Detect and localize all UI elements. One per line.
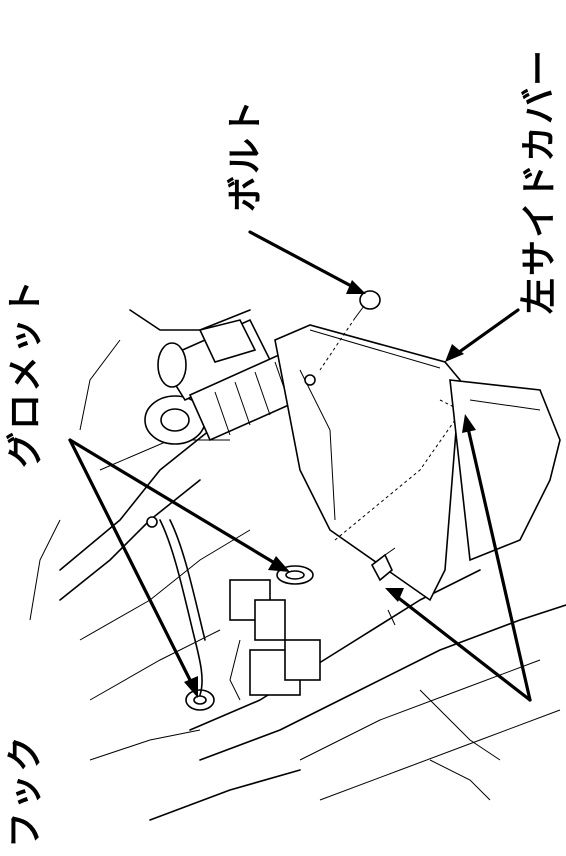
bolt-label: ボルト xyxy=(225,97,266,212)
hook-label: フック xyxy=(5,733,46,848)
left-side-cover-shape xyxy=(274,324,561,602)
frame-linework xyxy=(29,309,566,821)
leader-arrows xyxy=(68,230,532,702)
wiring-and-connectors xyxy=(159,519,321,701)
hook-part xyxy=(370,547,396,626)
bolt-part xyxy=(319,290,381,371)
grommet-label: グロメット xyxy=(5,277,46,468)
shock-absorber xyxy=(144,318,301,445)
left-side-cover-label: 左サイドカバー xyxy=(519,47,560,314)
